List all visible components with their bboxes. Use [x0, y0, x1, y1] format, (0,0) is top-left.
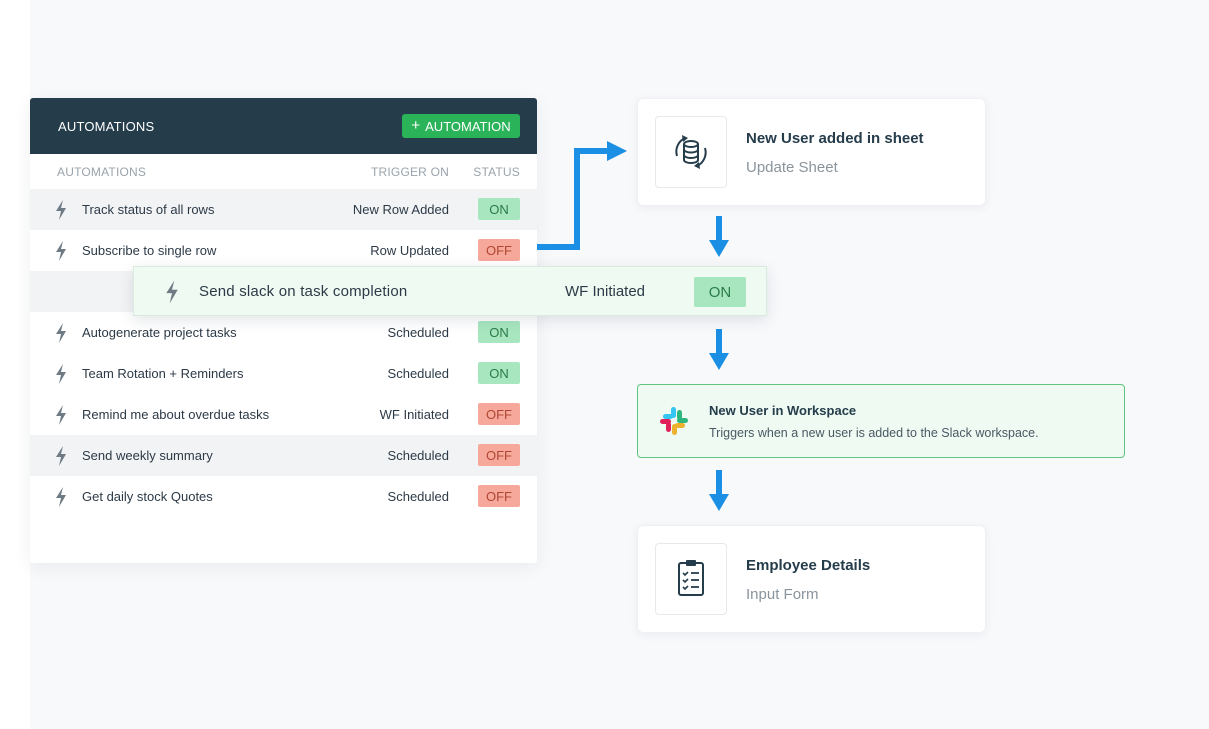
step-subtitle: Triggers when a new user is added to the… [709, 426, 1039, 440]
automation-name: Track status of all rows [82, 202, 215, 217]
automation-row[interactable]: Send weekly summary Scheduled OFF [30, 435, 537, 476]
panel-header: AUTOMATIONS + AUTOMATION [30, 98, 537, 154]
status-toggle[interactable]: ON [478, 362, 520, 384]
lightning-bolt-icon [56, 487, 66, 507]
lightning-bolt-icon [56, 405, 66, 425]
automation-trigger: WF Initiated [565, 283, 646, 300]
lightning-bolt-icon [56, 364, 66, 384]
column-header-status[interactable]: STATUS [473, 165, 520, 179]
automation-name: Subscribe to single row [82, 243, 217, 258]
status-toggle[interactable]: ON [478, 321, 520, 343]
clipboard-checklist-icon [678, 560, 704, 596]
automation-row[interactable]: Autogenerate project tasks Scheduled ON [30, 312, 537, 353]
lightning-bolt-icon [56, 200, 66, 220]
down-arrow [709, 329, 729, 370]
automation-name: Send weekly summary [82, 448, 213, 463]
automation-row[interactable]: Team Rotation + Reminders Scheduled ON [30, 353, 537, 394]
status-toggle[interactable]: OFF [478, 403, 520, 425]
status-toggle[interactable]: ON [694, 277, 746, 307]
automation-name: Team Rotation + Reminders [82, 366, 244, 381]
status-toggle[interactable]: OFF [478, 444, 520, 466]
status-toggle[interactable]: ON [478, 198, 520, 220]
automation-name: Get daily stock Quotes [82, 489, 213, 504]
status-toggle[interactable]: OFF [478, 239, 520, 261]
lightning-bolt-icon [56, 323, 66, 343]
lightning-bolt-icon [56, 446, 66, 466]
step-subtitle: Update Sheet [746, 159, 838, 176]
automation-row[interactable]: Remind me about overdue tasks WF Initiat… [30, 394, 537, 435]
slack-icon [660, 407, 688, 435]
automation-trigger: New Row Added [352, 202, 449, 217]
automation-name: Autogenerate project tasks [82, 325, 237, 340]
status-toggle[interactable]: OFF [478, 485, 520, 507]
automation-trigger: Scheduled [387, 448, 449, 463]
flow-step-card-slack[interactable]: New User in Workspace Triggers when a ne… [637, 384, 1125, 458]
lightning-bolt-icon [166, 280, 178, 304]
add-automation-button[interactable]: + AUTOMATION [402, 114, 520, 138]
automation-trigger: WF Initiated [379, 407, 449, 422]
automation-row[interactable]: Subscribe to single row Row Updated OFF [30, 230, 537, 271]
flow-step-card[interactable]: Employee Details Input Form [637, 525, 986, 633]
step-title: New User added in sheet [746, 130, 924, 147]
automation-trigger: Scheduled [387, 489, 449, 504]
automation-trigger: Scheduled [387, 366, 449, 381]
automation-row[interactable]: Track status of all rows New Row Added O… [30, 189, 537, 230]
panel-title: AUTOMATIONS [58, 119, 155, 134]
automation-row[interactable]: Get daily stock Quotes Scheduled OFF [30, 476, 537, 517]
down-arrow [709, 470, 729, 511]
step-title: New User in Workspace [709, 403, 857, 418]
column-header-trigger[interactable]: TRIGGER ON [370, 165, 449, 179]
automation-trigger: Row Updated [370, 243, 449, 258]
connector-arrow [537, 141, 627, 250]
down-arrow [709, 216, 729, 257]
column-header-automations[interactable]: AUTOMATIONS [57, 165, 147, 179]
flow-step-card[interactable]: New User added in sheet Update Sheet [637, 98, 986, 206]
dragged-automation-row[interactable]: Send slack on task completion WF Initiat… [133, 266, 767, 316]
step-icon-box [655, 543, 727, 615]
lightning-bolt-icon [56, 241, 66, 261]
step-subtitle: Input Form [746, 586, 819, 603]
automation-name: Remind me about overdue tasks [82, 407, 270, 422]
automations-panel: AUTOMATIONS + AUTOMATION AUTOMATIONS TRI… [30, 98, 537, 563]
automation-name: Send slack on task completion [199, 283, 408, 300]
step-title: Employee Details [746, 557, 871, 574]
database-sync-icon [675, 135, 707, 169]
automation-trigger: Scheduled [387, 325, 449, 340]
add-automation-label: AUTOMATION [425, 118, 511, 134]
step-icon-box [655, 116, 727, 188]
plus-icon: + [411, 117, 421, 134]
